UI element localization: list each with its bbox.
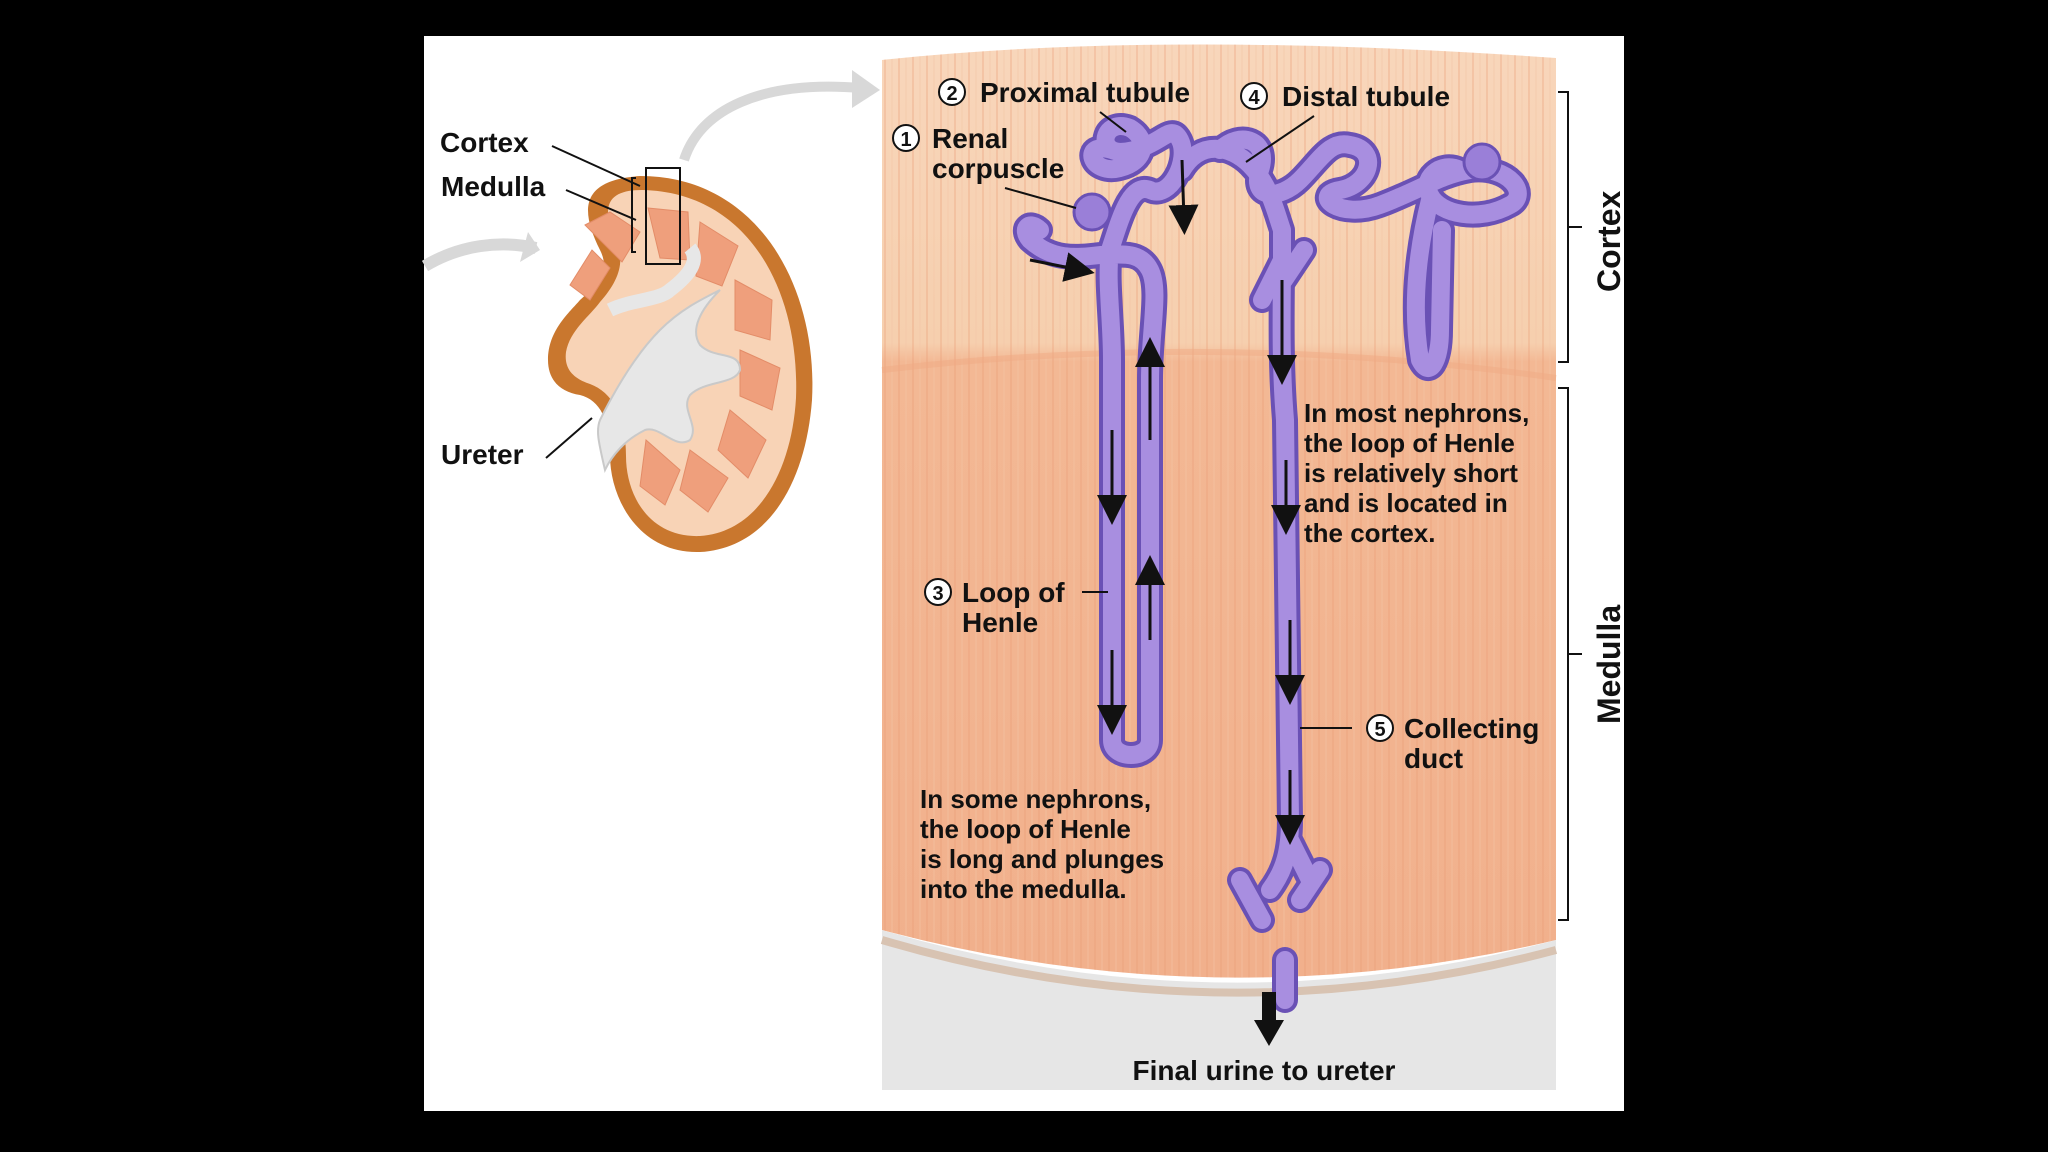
svg-text:In most nephrons,: In most nephrons,: [1304, 398, 1529, 428]
medulla-region-label: Medulla: [1591, 605, 1627, 724]
step-proximal-tubule: 2 Proximal tubule: [938, 77, 1190, 133]
step-number-badge: [892, 124, 920, 152]
step-number-badge: [938, 78, 966, 106]
svg-text:and is located in: and is located in: [1304, 488, 1508, 518]
step-label-line: corpuscle: [932, 153, 1064, 184]
svg-text:is long and plunges: is long and plunges: [920, 844, 1164, 874]
step-label-line: Renal: [932, 123, 1008, 154]
note-short-loop: In most nephrons, the loop of Henle is r…: [1304, 398, 1529, 548]
step-label-line: Loop of: [962, 577, 1065, 608]
final-urine-label: Final urine to ureter: [1133, 1055, 1396, 1086]
svg-text:the cortex.: the cortex.: [1304, 518, 1436, 548]
step-loop-of-henle: 3 Loop of Henle: [924, 577, 1108, 638]
svg-text:3: 3: [932, 583, 943, 605]
sample-region-box: [645, 167, 681, 265]
lower-region: [882, 930, 1556, 1090]
cortex-region-label: Cortex: [1591, 190, 1627, 292]
kidney-cortex-label: Cortex: [440, 127, 529, 158]
nephron-tubules: [1012, 113, 1531, 1013]
step-label-line: Collecting: [1404, 713, 1539, 744]
note-long-loop: In some nephrons, the loop of Henle is l…: [920, 784, 1164, 904]
step-label-line: duct: [1404, 743, 1463, 774]
step-number-badge: [1240, 82, 1268, 110]
svg-text:In some nephrons,: In some nephrons,: [920, 784, 1151, 814]
kidney-cross-section: [421, 70, 880, 553]
step-collecting-duct: 5 Collecting duct: [1300, 713, 1539, 774]
renal-corpuscle-glomerulus: [1072, 192, 1112, 232]
svg-text:the loop of Henle: the loop of Henle: [1304, 428, 1515, 458]
final-urine-arrow-icon: [1254, 992, 1284, 1046]
step-distal-tubule: 4 Distal tubule: [1240, 81, 1450, 163]
kidney-medulla-label: Medulla: [441, 171, 546, 202]
svg-text:4: 4: [1248, 87, 1260, 109]
step-label-line: Henle: [962, 607, 1038, 638]
svg-text:2: 2: [946, 83, 957, 105]
zoom-arrow-icon: [679, 81, 861, 162]
flow-arrows: [1029, 159, 1305, 845]
step-number-badge: [924, 578, 952, 606]
region-brackets: [1558, 91, 1582, 921]
step-renal-corpuscle: 1 Renal corpuscle: [892, 123, 1077, 209]
step-label-line: Proximal tubule: [980, 77, 1190, 108]
svg-text:into the medulla.: into the medulla.: [920, 874, 1127, 904]
svg-text:is relatively short: is relatively short: [1304, 458, 1518, 488]
step-label-line: Distal tubule: [1282, 81, 1450, 112]
second-glomerulus: [1462, 142, 1502, 182]
renal-pelvis: [596, 289, 742, 474]
step-number-badge: [1366, 714, 1394, 742]
svg-text:1: 1: [900, 129, 911, 151]
kidney-ureter-label: Ureter: [441, 439, 524, 470]
svg-text:the loop of Henle: the loop of Henle: [920, 814, 1131, 844]
tissue-panel: [880, 44, 1558, 1090]
svg-text:5: 5: [1374, 719, 1385, 741]
